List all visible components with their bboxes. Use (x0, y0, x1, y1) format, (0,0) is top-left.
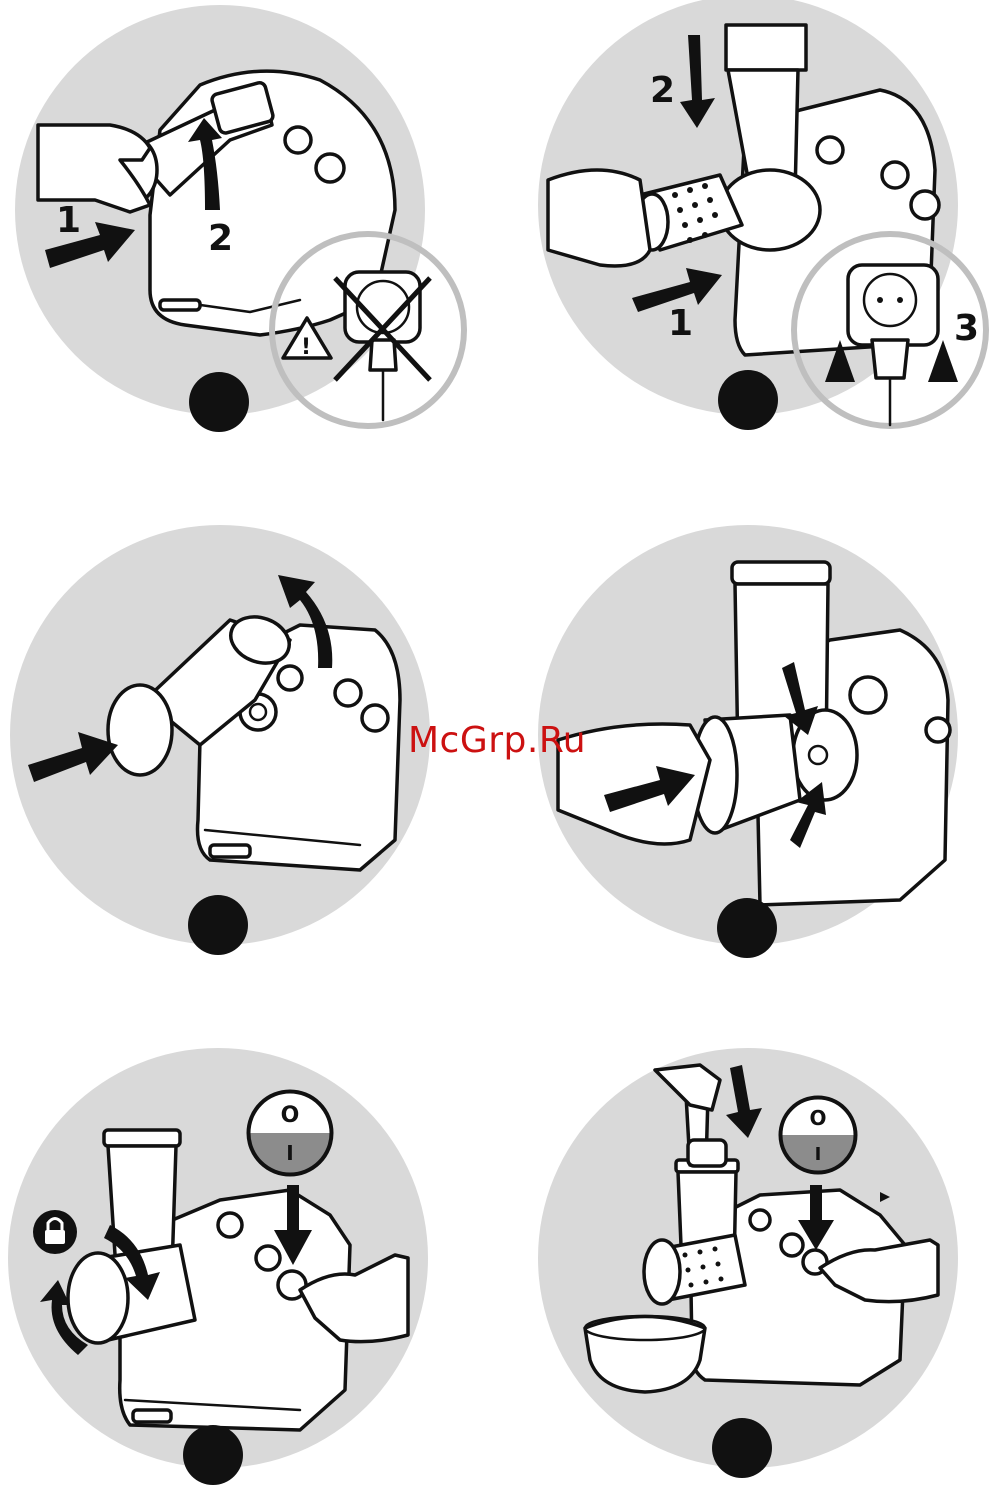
switch-on-label-2: I (815, 1144, 822, 1165)
step-5-feed-tube-top (104, 1130, 180, 1146)
step-6-bowl (585, 1317, 705, 1393)
switch-off-label: O (281, 1103, 300, 1128)
step-6-number-badge (712, 1418, 772, 1478)
power-switch-icon: O I (780, 1097, 856, 1173)
step-4-feed-tube-top (732, 562, 830, 584)
svg-text:!: ! (301, 335, 311, 360)
step-4-panel (538, 525, 958, 958)
step-1-panel: 1 2 ! (15, 5, 464, 432)
step-2-callout-3: 3 (954, 308, 979, 349)
watermark: McGrp.Ru (408, 720, 586, 761)
step-1-number-badge (189, 372, 249, 432)
switch-off-label-2: O (809, 1106, 826, 1130)
step-1-knob (285, 127, 311, 153)
step-6-panel: O I (538, 1048, 958, 1478)
switch-on-label: I (286, 1141, 293, 1165)
step-3-panel (10, 525, 430, 955)
step-2-callout-1: 1 (668, 303, 693, 344)
step-2-callout-2: 2 (650, 70, 675, 111)
step-3-outlet-cone (108, 685, 172, 775)
step-3-number-badge (188, 895, 248, 955)
padlock-icon (33, 1210, 77, 1254)
step-1-callout-1: 1 (56, 200, 81, 241)
step-5-number-badge (183, 1425, 243, 1485)
power-switch-icon: O I (248, 1091, 332, 1175)
step-1-callout-2: 2 (208, 218, 233, 259)
step-5-panel: O I (8, 1048, 428, 1485)
step-2-feed-tube-top (726, 25, 806, 70)
step-2-hand (548, 170, 650, 266)
step-2-number-badge (718, 370, 778, 430)
step-1-knob-2 (316, 154, 344, 182)
step-2-panel: 2 1 3 (538, 0, 986, 430)
step-4-number-badge (717, 898, 777, 958)
